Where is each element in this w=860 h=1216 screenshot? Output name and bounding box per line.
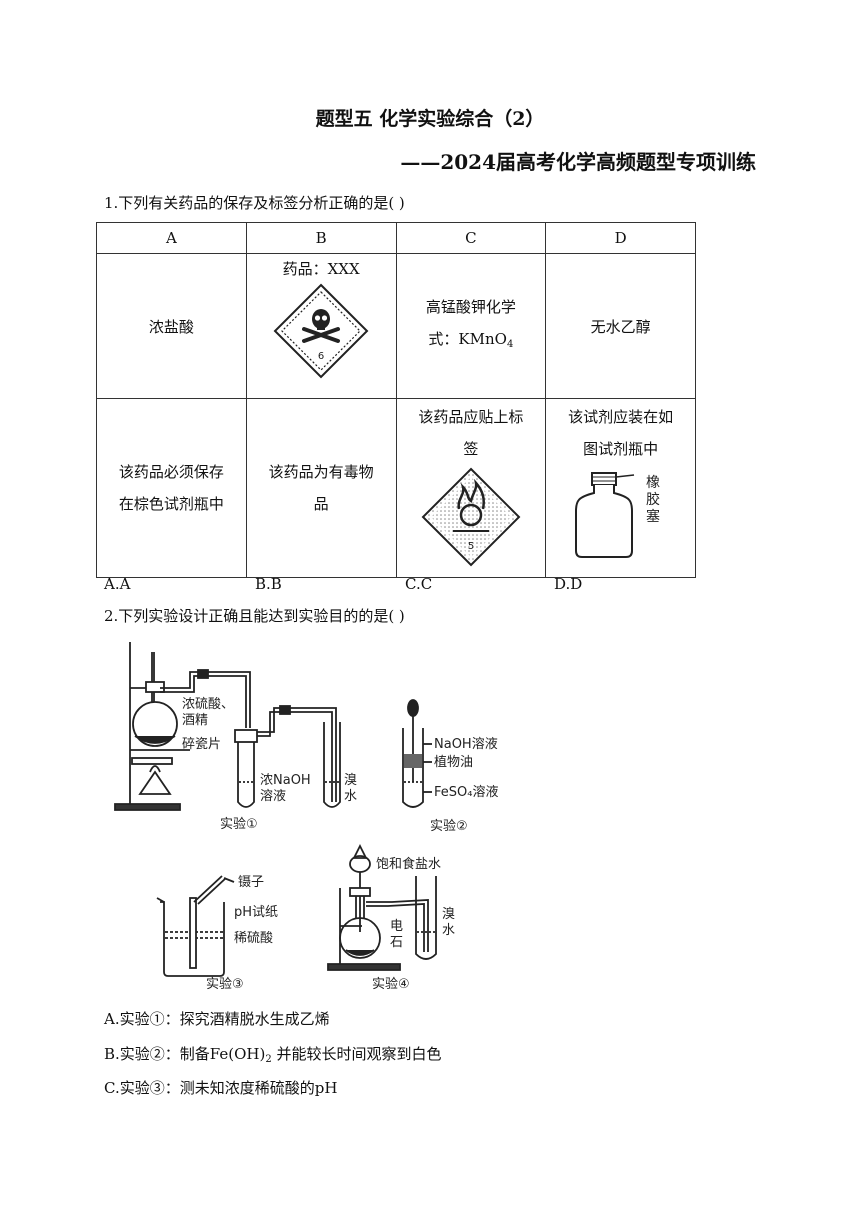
bottle-label-char-2: 胶 <box>646 491 660 508</box>
exp2-label-naoh: NaOH溶液 <box>434 737 498 752</box>
option-b-formula: Fe(OH) <box>209 1045 266 1063</box>
option-b-prefix: B.实验②：制备 <box>104 1045 210 1063</box>
cell-b-toxic-label: 药品：XXX 6 <box>245 253 397 399</box>
analysis-line-1: 该试剂应装在如 <box>568 408 674 426</box>
exp1-label-naoh-2: 溶液 <box>260 789 286 804</box>
experiment-diagrams: 浓硫酸、 酒精 碎瓷片 浓NaOH 溶液 溴 水 实验① NaOH溶液 植物油 … <box>114 642 498 992</box>
exp1-label-bromine-2: 水 <box>344 789 357 804</box>
formula-subscript: 4 <box>506 339 514 350</box>
exp3-label-acid: 稀硫酸 <box>234 931 273 946</box>
exp1-label-naoh-1: 浓NaOH <box>260 773 311 788</box>
hazard-class-number: 5 <box>468 541 474 552</box>
column-header-a: A <box>96 222 247 254</box>
exp3-label-ph-paper: pH试纸 <box>234 905 278 920</box>
exp4-label-brine: 饱和食盐水 <box>376 856 441 872</box>
exp2-label-feso4: FeSO₄溶液 <box>434 785 498 800</box>
question-1-stem: 1.下列有关药品的保存及标签分析正确的是( ) <box>104 194 405 212</box>
formula-line-1: 高锰酸钾化学 <box>425 298 516 316</box>
exp1-caption: 实验① <box>220 816 258 832</box>
column-header-d: D <box>545 222 696 254</box>
formula-main: KMnO <box>458 330 507 348</box>
page-subtitle: ——2024届高考化学高频题型专项训练 <box>400 150 756 174</box>
option-c[interactable]: C.C <box>405 575 433 593</box>
question-2-option-a[interactable]: A.实验①：探究酒精脱水生成乙烯 <box>104 1010 330 1028</box>
cell-d-analysis: 该试剂应装在如 图试剂瓶中 橡 胶 塞 <box>545 398 696 578</box>
cell-c-analysis: 该药品应贴上标 签 5 <box>395 398 547 578</box>
option-b-subscript: 2 <box>265 1054 272 1065</box>
exp4-label-bromine-1: 溴 <box>442 907 455 922</box>
cell-d-drug: 无水乙醇 <box>545 253 696 399</box>
cell-c-formula: 高锰酸钾化学 式：KMnO4 <box>395 253 547 399</box>
formula-line-2: 式：KMnO4 <box>403 323 540 361</box>
analysis-line-2: 品 <box>313 495 329 513</box>
exp4-label-carbide-2: 石 <box>390 935 403 950</box>
bottle-label-char-1: 橡 <box>646 475 660 491</box>
cell-a-analysis: 该药品必须保存 在棕色试剂瓶中 <box>96 398 247 578</box>
table-row: 该药品必须保存 在棕色试剂瓶中 该药品为有毒物 品 该药品应贴上标 签 5 <box>96 398 696 578</box>
hazard-class-number: 6 <box>318 351 324 362</box>
analysis-line-2: 签 <box>463 440 479 458</box>
exp1-label-bromine-1: 溴 <box>344 773 357 788</box>
question-2-option-b[interactable]: B.实验②：制备Fe(OH)2 并能较长时间观察到白色 <box>104 1043 442 1065</box>
exp1-label-chips: 碎瓷片 <box>182 737 221 752</box>
drug-name-label: 药品：XXX <box>282 260 360 278</box>
exp1-label-reagents-2: 酒精 <box>182 713 208 728</box>
column-header-b: B <box>245 222 397 254</box>
column-header-c: C <box>395 222 547 254</box>
option-b[interactable]: B.B <box>255 575 282 593</box>
analysis-line-2: 图试剂瓶中 <box>583 440 659 458</box>
exp1-label-reagents-1: 浓硫酸、 <box>182 697 234 712</box>
question-2-option-c[interactable]: C.实验③：测未知浓度稀硫酸的pH <box>104 1079 338 1097</box>
reagent-bottle-icon: 橡 胶 塞 <box>574 472 660 558</box>
page-title: 题型五 化学实验综合（2） <box>315 108 545 130</box>
formula-prefix: 式： <box>428 330 459 348</box>
analysis-line-1: 该药品为有毒物 <box>268 463 374 481</box>
option-a[interactable]: A.A <box>104 575 131 593</box>
exp2-label-oil: 植物油 <box>434 755 473 770</box>
exp4-caption: 实验④ <box>372 976 410 992</box>
toxic-hazard-icon: 6 <box>273 283 369 379</box>
analysis-line-1: 该药品必须保存 <box>118 463 224 481</box>
oxidizer-hazard-icon: 5 <box>421 467 521 567</box>
exp3-caption: 实验③ <box>206 976 244 992</box>
table-row: 浓盐酸 药品：XXX 6 高锰酸钾化学 式：KMnO4 无水乙醇 <box>96 253 696 399</box>
bottle-label-char-3: 塞 <box>646 508 660 525</box>
exp4-label-bromine-2: 水 <box>442 923 455 938</box>
question-2-stem: 2.下列实验设计正确且能达到实验目的的是( ) <box>104 607 405 625</box>
cell-b-analysis: 该药品为有毒物 品 <box>245 398 397 578</box>
option-b-suffix: 并能较长时间观察到白色 <box>276 1045 442 1063</box>
exp3-label-tweezers: 镊子 <box>238 875 264 890</box>
cell-a-drug: 浓盐酸 <box>96 253 247 399</box>
question-1-table: A B C D 浓盐酸 药品：XXX 6 高锰酸钾化学 式：KMnO4 无水乙醇 <box>96 222 696 578</box>
table-header-row: A B C D <box>96 222 696 254</box>
exp4-label-carbide-1: 电 <box>390 919 403 934</box>
option-d[interactable]: D.D <box>554 575 583 593</box>
analysis-line-1: 该药品应贴上标 <box>418 408 524 426</box>
analysis-line-2: 在棕色试剂瓶中 <box>118 495 224 513</box>
exp2-caption: 实验② <box>430 818 468 834</box>
